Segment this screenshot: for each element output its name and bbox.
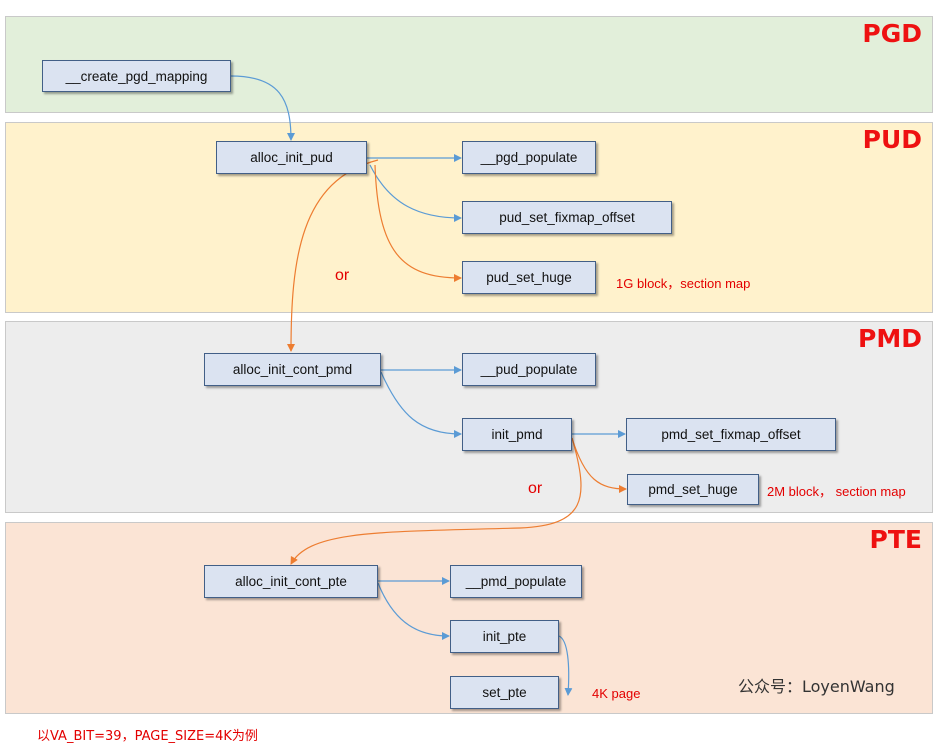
node-pud-set-fixmap-offset: pud_set_fixmap_offset xyxy=(462,201,672,234)
arrow-init-pte-to-set-pte xyxy=(558,635,573,696)
node-alloc-init-pud: alloc_init_pud xyxy=(216,141,367,174)
or-label-pmd: or xyxy=(528,480,543,497)
arrow-pud-to-set-huge xyxy=(374,164,462,282)
node-alloc-init-cont-pte: alloc_init_cont_pte xyxy=(204,565,378,598)
node-alloc-init-cont-pmd: alloc_init_cont_pmd xyxy=(204,353,381,386)
node-create-pgd-mapping: __create_pgd_mapping xyxy=(42,60,231,92)
node-pmd-set-fixmap-offset: pmd_set_fixmap_offset xyxy=(626,418,836,451)
pmd-title: PMD xyxy=(858,324,922,353)
note-pud-block: 1G block，section map xyxy=(616,276,751,291)
node-pmd-populate: __pmd_populate xyxy=(450,565,582,598)
pud-title: PUD xyxy=(862,125,922,154)
node-pud-populate: __pud_populate xyxy=(462,353,596,386)
arrow-create-to-alloc-pud xyxy=(230,75,295,141)
arrow-pmd-to-init-pmd xyxy=(380,371,462,438)
arrow-pmd-to-alloc-pte xyxy=(290,437,582,565)
watermark-text: 公众号：LoyenWang xyxy=(738,677,895,696)
arrow-pud-to-alloc-pmd xyxy=(287,159,379,352)
arrow-init-pmd-to-set-huge xyxy=(571,437,627,493)
node-pud-set-huge: pud_set_huge xyxy=(462,261,596,294)
note-pte-page: 4K page xyxy=(592,686,641,701)
footer-caption: 以VA_BIT=39，PAGE_SIZE=4K为例 xyxy=(37,729,258,744)
arrow-pud-to-fixmap xyxy=(369,164,462,222)
or-label-pud: or xyxy=(335,267,350,284)
pgd-title: PGD xyxy=(862,19,922,48)
node-set-pte: set_pte xyxy=(450,676,559,709)
note-pmd-block: 2M block， section map xyxy=(767,484,906,499)
node-pgd-populate: __pgd_populate xyxy=(462,141,596,174)
pte-title: PTE xyxy=(869,525,922,554)
node-init-pmd: init_pmd xyxy=(462,418,572,451)
node-init-pte: init_pte xyxy=(450,620,559,653)
node-pmd-set-huge: pmd_set_huge xyxy=(627,474,759,505)
arrow-pte-to-init-pte xyxy=(377,582,450,640)
